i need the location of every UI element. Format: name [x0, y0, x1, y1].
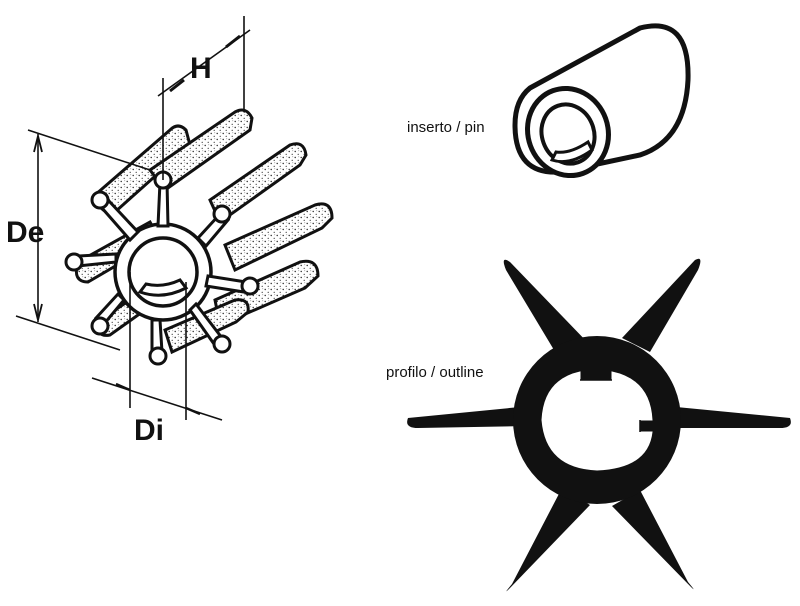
dimension-label-h: H: [190, 52, 212, 85]
profile-bore-rim: [580, 379, 641, 432]
profile-blades: [407, 258, 791, 592]
dimension-label-de: De: [6, 216, 44, 249]
impeller-spokes: [64, 170, 260, 366]
insert-key-flat: [549, 139, 594, 164]
impeller-hub: [113, 222, 213, 322]
insert-caption: inserto / pin: [407, 119, 485, 136]
dimension-lines: [15, 16, 251, 421]
impeller-profile-drawing: profilo / outline: [386, 258, 791, 592]
dimension-label-di: Di: [134, 414, 164, 447]
insert-pin-drawing: inserto / pin: [407, 23, 691, 179]
profile-bore: [541, 371, 653, 471]
profile-caption: profilo / outline: [386, 364, 484, 381]
impeller-3d-drawing: H De Di: [6, 16, 334, 447]
